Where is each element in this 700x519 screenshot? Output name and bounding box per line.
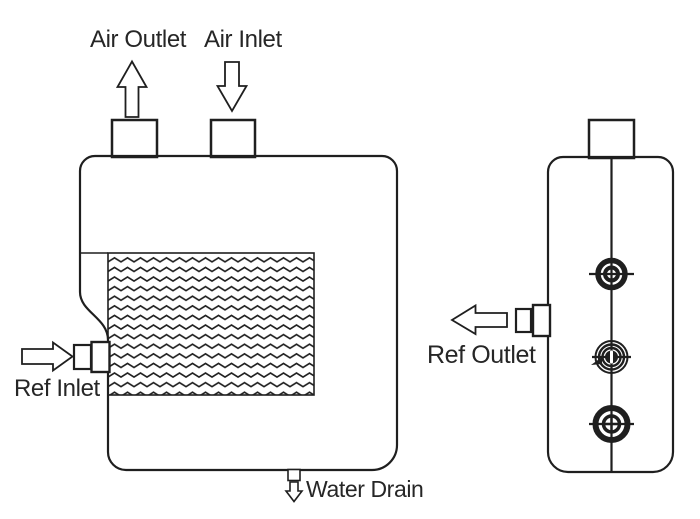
ref-outlet-arrow-icon: [450, 303, 508, 336]
ref-outlet-fitting: [514, 303, 552, 338]
ref-inlet-arrow-icon: [21, 340, 75, 373]
air-outlet-label: Air Outlet: [90, 26, 187, 53]
water-drain-stub: [287, 468, 301, 482]
service-valve: [591, 340, 631, 374]
port-top: [589, 257, 634, 291]
air-inlet-stub: [209, 118, 257, 159]
side-top-stub: [587, 118, 636, 160]
ref-outlet-label: Ref Outlet: [427, 341, 536, 369]
air-outlet-stub: [110, 118, 159, 159]
ref-inlet-fitting: [72, 340, 111, 374]
heat-exchanger-coil: [107, 252, 315, 396]
front-view: [21, 59, 399, 503]
air-inlet-arrow-icon: [215, 61, 249, 113]
side-view: [450, 118, 675, 474]
air-outlet-arrow-icon: [115, 59, 149, 118]
port-bottom: [589, 405, 634, 443]
water-drain-arrow-icon: [284, 481, 304, 503]
front-body-outline: [78, 154, 399, 472]
side-body-outline: [546, 155, 675, 474]
valve-pointer: [591, 357, 602, 365]
water-drain-label: Water Drain: [306, 476, 424, 502]
ref-inlet-label: Ref Inlet: [14, 375, 100, 402]
air-inlet-label: Air Inlet: [204, 26, 282, 53]
